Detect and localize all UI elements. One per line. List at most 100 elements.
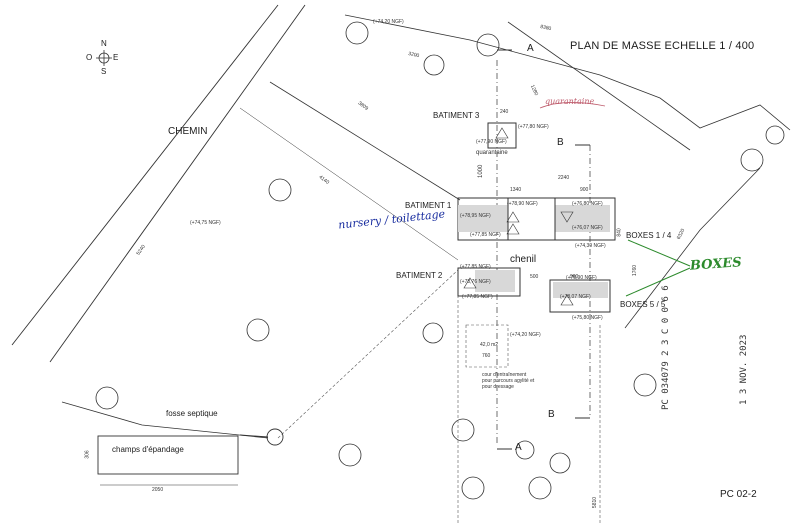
quarantaine-handwriting-stroke — [539, 102, 606, 109]
level-annotation: (+77,85 NGF) — [470, 232, 501, 238]
road-chemin — [11, 4, 306, 363]
handwritten-boxes: BOXES — [689, 255, 743, 274]
dimension-760: 760 — [482, 353, 491, 359]
batiment-1-shape — [457, 197, 616, 241]
dimension-900b: 900 — [570, 274, 579, 280]
compass-south: S — [101, 67, 107, 76]
pc-reference: PC 02-2 — [720, 489, 757, 500]
level-annotation: (+76,80 NGF) — [572, 201, 603, 207]
tree — [549, 452, 571, 474]
label-champs-epandage: champs d'épandage — [112, 445, 184, 454]
batiment-2-west-outline — [457, 267, 521, 297]
section-a-top-label: A — [527, 43, 534, 54]
dimension-240: 240 — [500, 109, 509, 115]
annotation-arrow — [627, 239, 691, 267]
batiment-1-marker — [506, 211, 520, 223]
drain-line — [277, 269, 459, 439]
yard-outline — [277, 269, 601, 525]
boundary-south — [61, 401, 269, 439]
trees — [95, 21, 785, 500]
label-batiment-3: BATIMENT 3 — [433, 111, 480, 120]
boundary-line-inner — [269, 81, 461, 201]
level-annotation: (+77,90 NGF) — [476, 139, 507, 145]
batiment-1-shaded-east — [555, 205, 610, 232]
label-batiment-1: BATIMENT 1 — [405, 201, 452, 210]
boxes-annotation-arrows — [625, 239, 691, 297]
label-area: 42,0 m2 — [480, 342, 499, 348]
level-annotation: (+74,75 NGF) — [190, 220, 221, 226]
section-b-bottom-label: B — [548, 409, 555, 420]
label-quarantaine: quarantaine — [476, 150, 508, 156]
batiment-1-marker — [560, 211, 574, 223]
boundary-north — [344, 14, 791, 131]
tree — [423, 54, 445, 76]
tree — [422, 322, 444, 344]
tree — [515, 440, 535, 460]
dimension-500: 500 — [530, 274, 539, 280]
batiment-3-shape — [487, 122, 517, 149]
batiment-1-shaded-west — [458, 205, 508, 232]
compass-symbol — [96, 50, 112, 66]
tree — [345, 21, 369, 45]
level-annotation: (+75,80 NGF) — [572, 315, 603, 321]
label-batiment-2: BATIMENT 2 — [396, 271, 443, 280]
batiment-1-marker — [506, 223, 520, 235]
level-annotation: (+74,20 NGF) — [373, 19, 404, 25]
section-b-top-label: B — [557, 137, 564, 148]
handwritten-quarantaine: quarantaine — [545, 97, 595, 106]
label-chemin: CHEMIN — [168, 126, 208, 137]
tree — [95, 386, 119, 410]
level-annotation: (+77,80 NGF) — [518, 124, 549, 130]
level-annotation: (+77,85 NGF) — [462, 294, 493, 300]
compass-west: O — [86, 53, 93, 62]
dimension-line-4140 — [239, 107, 459, 261]
date-stamp: 1 3 NOV. 2023 — [739, 334, 749, 405]
batiment-2-shaded-east — [553, 282, 608, 298]
dimension-1340: 1340 — [510, 187, 522, 193]
tree — [338, 443, 362, 467]
level-annotation: (+74,20 NGF) — [510, 332, 541, 338]
compass-east: E — [113, 53, 119, 62]
septic-pipe — [239, 434, 269, 438]
dimension-5810: 5810 — [592, 496, 599, 509]
label-chenil: chenil — [510, 254, 537, 265]
tree — [246, 318, 270, 342]
batiment-2-shaded-west — [475, 270, 515, 292]
road-edge-outer — [11, 4, 279, 346]
boundary-line-ne — [507, 21, 691, 151]
tree — [740, 148, 764, 172]
property-boundary — [61, 14, 791, 439]
level-annotation: (+78,76 NGF) — [460, 279, 491, 285]
road-edge-inner — [49, 4, 306, 363]
batiment-2-shape — [457, 267, 611, 313]
tree — [476, 33, 500, 57]
level-annotation: (+74,39 NGF) — [575, 243, 606, 249]
batiment-2-marker — [560, 294, 574, 306]
label-fosse-septique: fosse septique — [166, 409, 218, 418]
tree — [268, 178, 292, 202]
level-annotation: (+78,07 NGF) — [560, 294, 591, 300]
dimension-2050: 2050 — [152, 487, 164, 493]
level-annotation: (+78,95 NGF) — [460, 213, 491, 219]
label-boxes-1-4: BOXES 1 / 4 — [626, 231, 672, 240]
batiment-3-marker — [495, 127, 509, 139]
compass-north: N — [101, 39, 107, 48]
tree — [451, 418, 475, 442]
label-boxes-5-5: BOXES 5 / 5 — [620, 300, 666, 309]
boundary-east — [624, 167, 761, 329]
dimension-1000: 1000 — [478, 164, 484, 178]
cour-area — [465, 324, 509, 368]
tree — [633, 373, 657, 397]
fosse-septique-symbol — [266, 428, 284, 446]
batiment-3-outline — [487, 122, 517, 149]
dimension-306: 306 — [84, 450, 91, 459]
tree — [765, 125, 785, 145]
septic-system — [97, 428, 284, 486]
plan-title: PLAN DE MASSE ECHELLE 1 / 400 — [570, 40, 755, 52]
batiment-2-marker — [463, 277, 477, 289]
label-cour-entrainement: cour d'entraînement pour parcours agylit… — [482, 372, 535, 390]
section-a-bottom-label: A — [515, 442, 522, 453]
annotation-arrow — [625, 267, 691, 297]
level-annotation: (+78,90 NGF) — [507, 201, 538, 207]
